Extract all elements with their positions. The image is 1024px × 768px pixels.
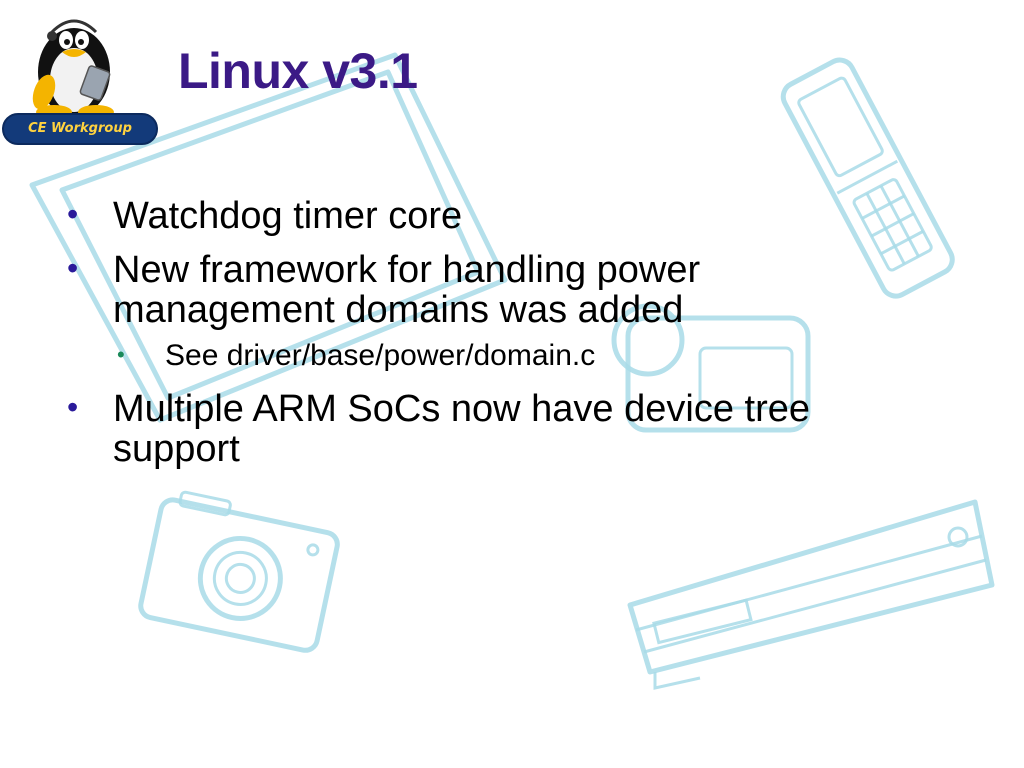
logo-label: CE Workgroup xyxy=(2,113,158,145)
tux-penguin-icon xyxy=(32,19,114,119)
camcorder-illustration xyxy=(611,303,811,433)
bullet-text-line: New framework for handling power xyxy=(113,249,701,291)
bullet-text-line: management domains was added xyxy=(113,289,684,331)
bullet-marker-icon: • xyxy=(67,196,79,232)
bullet-marker-icon: • xyxy=(67,389,79,425)
sub-bullet-item: • See driver/base/power/domain.c xyxy=(117,339,596,373)
sub-bullet-text: See driver/base/power/domain.c xyxy=(165,339,596,372)
sub-bullet-marker-icon: • xyxy=(117,342,125,367)
bullet-item: • Watchdog timer core xyxy=(67,195,463,237)
bullet-text-line: support xyxy=(113,428,240,470)
bullet-item: • Multiple ARM SoCs now have device tree… xyxy=(67,388,810,470)
bullet-text: Watchdog timer core xyxy=(113,195,463,237)
phone-illustration xyxy=(780,57,955,299)
camera-illustration xyxy=(138,490,340,653)
laptop-illustration xyxy=(29,52,508,423)
ce-workgroup-logo: CE Workgroup xyxy=(0,10,162,145)
dvd-player-illustration xyxy=(627,499,995,690)
bullet-item: • New framework for handling power manag… xyxy=(67,249,701,331)
bullet-text-line: Multiple ARM SoCs now have device tree xyxy=(113,388,810,430)
bullet-marker-icon: • xyxy=(67,250,79,286)
slide-title: Linux v3.1 xyxy=(178,43,418,99)
